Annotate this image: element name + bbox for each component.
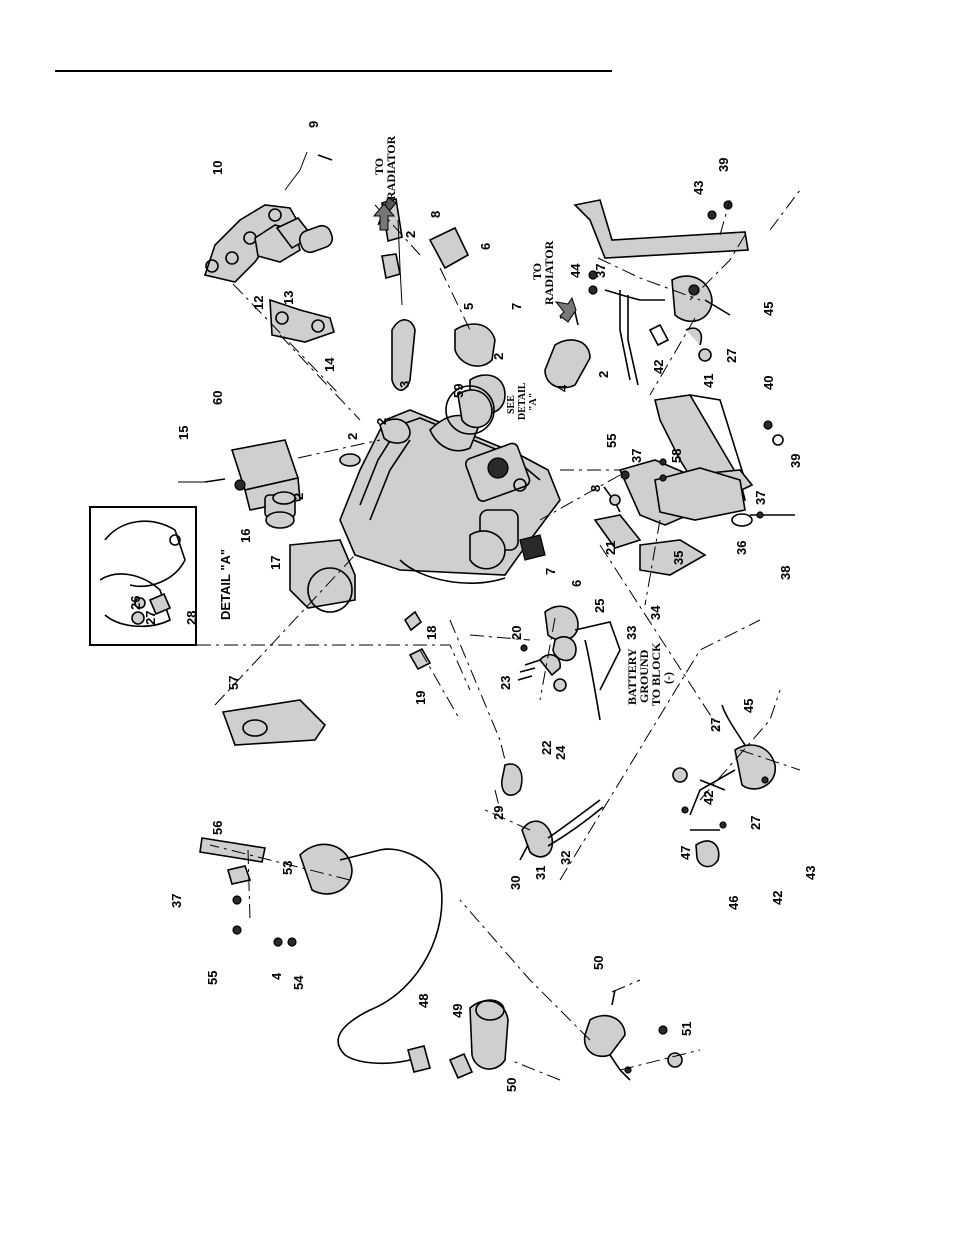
callout-48: 48 bbox=[416, 994, 431, 1008]
carb-linkage-group bbox=[223, 606, 620, 860]
air-filter-assembly bbox=[178, 440, 360, 612]
callout-37: 37 bbox=[753, 491, 768, 505]
callout-14: 14 bbox=[322, 357, 337, 372]
callout-38: 38 bbox=[778, 566, 793, 580]
callout-56: 56 bbox=[210, 821, 225, 835]
callout-3: 3 bbox=[397, 381, 412, 388]
battery-line4: (-) bbox=[661, 672, 675, 684]
callout-2: 2 bbox=[403, 231, 418, 238]
callout-6: 6 bbox=[569, 580, 584, 587]
callout-13: 13 bbox=[281, 291, 296, 305]
lower-bracket-group bbox=[595, 459, 795, 575]
callout-55: 55 bbox=[205, 971, 220, 985]
arrow-to-radiator-right bbox=[556, 298, 576, 322]
callout-29: 29 bbox=[491, 806, 506, 820]
callout-40: 40 bbox=[761, 376, 776, 390]
callout-2: 2 bbox=[291, 493, 306, 500]
callout-45: 45 bbox=[741, 699, 756, 713]
callout-36: 36 bbox=[734, 541, 749, 555]
callout-2: 2 bbox=[374, 418, 389, 425]
callout-6: 6 bbox=[478, 243, 493, 250]
callout-46: 46 bbox=[726, 896, 741, 910]
callout-2: 2 bbox=[491, 353, 506, 360]
callout-7: 7 bbox=[543, 568, 558, 575]
callout-27: 27 bbox=[708, 718, 723, 732]
callout-26: 26 bbox=[128, 596, 143, 610]
callout-35: 35 bbox=[671, 551, 686, 565]
see-detail-line3: "A" bbox=[528, 393, 539, 411]
callout-59: 59 bbox=[451, 384, 466, 398]
callout-45: 45 bbox=[761, 302, 776, 316]
callout-2: 2 bbox=[596, 371, 611, 378]
callout-19: 19 bbox=[413, 691, 428, 705]
fuel-pump-group bbox=[200, 838, 508, 1078]
detail-a-title: DETAIL "A" bbox=[218, 549, 233, 620]
see-detail-line1: SEE bbox=[506, 395, 517, 414]
callout-39: 39 bbox=[788, 454, 803, 468]
callout-37: 37 bbox=[169, 894, 184, 908]
callout-28: 28 bbox=[184, 611, 199, 625]
callout-25: 25 bbox=[592, 599, 607, 613]
callout-43: 43 bbox=[803, 866, 818, 880]
callout-51: 51 bbox=[679, 1022, 694, 1036]
callout-27: 27 bbox=[143, 611, 158, 625]
callout-5: 5 bbox=[461, 303, 476, 310]
callout-32: 32 bbox=[558, 851, 573, 865]
callout-47: 47 bbox=[678, 846, 693, 860]
callout-8: 8 bbox=[428, 211, 443, 218]
callout-39: 39 bbox=[716, 158, 731, 172]
callout-7: 7 bbox=[509, 303, 524, 310]
callout-18: 18 bbox=[424, 626, 439, 640]
callout-50: 50 bbox=[591, 956, 606, 970]
callout-33: 33 bbox=[624, 626, 639, 640]
callout-2: 2 bbox=[345, 433, 360, 440]
callout-15: 15 bbox=[176, 426, 191, 440]
callout-9: 9 bbox=[306, 121, 321, 128]
callout-41: 41 bbox=[701, 374, 716, 388]
callout-34: 34 bbox=[648, 605, 663, 620]
callout-10: 10 bbox=[210, 161, 225, 175]
to-radiator-top-line2: RADIATOR bbox=[384, 135, 398, 200]
callout-37: 37 bbox=[629, 449, 644, 463]
callout-24: 24 bbox=[553, 745, 568, 760]
callout-4: 4 bbox=[269, 972, 284, 980]
callout-53: 53 bbox=[280, 861, 295, 875]
callout-20: 20 bbox=[509, 626, 524, 640]
callout-57: 57 bbox=[226, 676, 241, 690]
callout-16: 16 bbox=[238, 529, 253, 543]
callout-50: 50 bbox=[504, 1078, 519, 1092]
callout-4: 4 bbox=[555, 384, 570, 392]
callout-58: 58 bbox=[669, 449, 684, 463]
callout-60: 60 bbox=[210, 391, 225, 405]
callout-31: 31 bbox=[533, 866, 548, 880]
callout-23: 23 bbox=[498, 676, 513, 690]
callout-43: 43 bbox=[691, 181, 706, 195]
callout-42: 42 bbox=[651, 360, 666, 374]
solenoid-group bbox=[673, 705, 775, 867]
leader-lines bbox=[170, 190, 800, 1080]
callout-12: 12 bbox=[251, 296, 266, 310]
callout-54: 54 bbox=[291, 975, 306, 990]
callout-22: 22 bbox=[539, 741, 554, 755]
callout-8: 8 bbox=[588, 485, 603, 492]
exhaust-manifold-group bbox=[205, 152, 335, 342]
see-detail-line2: DETAIL bbox=[517, 382, 528, 420]
callout-21: 21 bbox=[603, 541, 618, 555]
callout-44: 44 bbox=[568, 263, 583, 278]
callout-27: 27 bbox=[724, 349, 739, 363]
detail-a-inset: DETAIL "A" bbox=[90, 507, 233, 645]
callout-42: 42 bbox=[701, 791, 716, 805]
callout-42: 42 bbox=[770, 891, 785, 905]
callout-37: 37 bbox=[593, 264, 608, 278]
callout-30: 30 bbox=[508, 876, 523, 890]
callout-27: 27 bbox=[748, 816, 763, 830]
callout-17: 17 bbox=[268, 556, 283, 570]
to-radiator-right-line2: RADIATOR bbox=[542, 240, 556, 305]
callout-49: 49 bbox=[450, 1004, 465, 1018]
callout-55: 55 bbox=[604, 434, 619, 448]
